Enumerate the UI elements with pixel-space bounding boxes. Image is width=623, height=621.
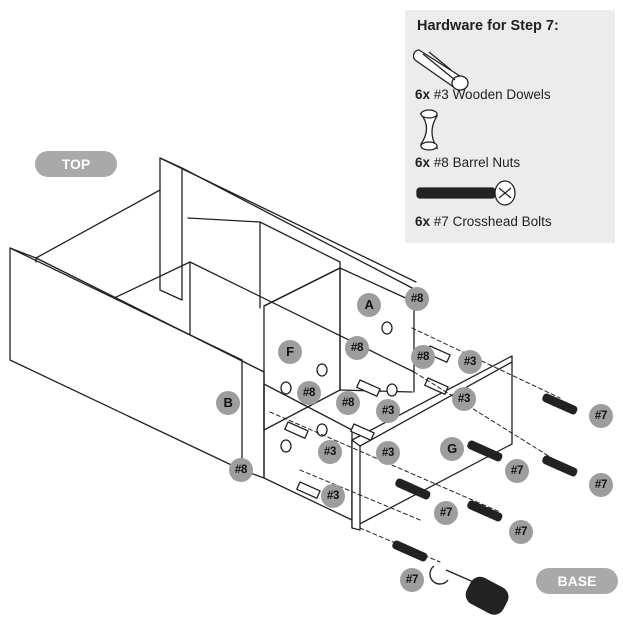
callout-barrel-nut: #8	[411, 345, 435, 369]
callout-dowel: #3	[321, 484, 345, 508]
barrel-nut-qty: 6x	[415, 155, 431, 170]
hardware-item-barrel-nuts: 6x #8 Barrel Nuts	[415, 155, 520, 170]
callout-bolt: #7	[589, 404, 613, 428]
callout-bolt: #7	[509, 520, 533, 544]
bolt-qty: 6x	[415, 214, 431, 229]
callout-bolt: #7	[589, 473, 613, 497]
base-label: BASE	[536, 568, 618, 594]
callout-bolt: #7	[505, 459, 529, 483]
panel-a-badge: A	[357, 293, 381, 317]
barrel-nut-icon	[419, 109, 439, 151]
callout-dowel: #3	[376, 399, 400, 423]
panel-b	[9, 247, 265, 479]
panel-f-badge: F	[278, 340, 302, 364]
screwdriver-icon	[429, 565, 509, 615]
barrel-nuts	[280, 321, 398, 453]
wooden-dowel-icon	[413, 49, 469, 91]
callout-barrel-nut: #8	[405, 287, 429, 311]
hardware-list: Hardware for Step 7: 6x #3 Wooden Dowels…	[405, 10, 615, 243]
callout-barrel-nut: #8	[297, 381, 321, 405]
callout-barrel-nut: #8	[336, 391, 360, 415]
crosshead-bolt-icon	[416, 180, 516, 206]
callout-bolt: #7	[434, 501, 458, 525]
callout-dowel: #3	[458, 350, 482, 374]
callout-dowel: #3	[376, 441, 400, 465]
callout-barrel-nut: #8	[229, 458, 253, 482]
panel-g-badge: G	[440, 437, 464, 461]
top-panel	[159, 157, 417, 301]
callout-dowel: #3	[318, 440, 342, 464]
callout-dowel: #3	[452, 387, 476, 411]
hardware-item-dowels: 6x #3 Wooden Dowels	[415, 87, 551, 102]
hardware-title: Hardware for Step 7:	[417, 18, 559, 34]
hardware-item-bolts: 6x #7 Crosshead Bolts	[415, 214, 552, 229]
top-label: TOP	[35, 151, 117, 177]
panel-b-badge: B	[216, 391, 240, 415]
bolts	[392, 393, 578, 562]
callout-barrel-nut: #8	[345, 336, 369, 360]
dowel-qty: 6x	[415, 87, 431, 102]
callout-bolt: #7	[400, 568, 424, 592]
barrel-nut-label: #8 Barrel Nuts	[433, 155, 521, 170]
dowel-label: #3 Wooden Dowels	[433, 87, 551, 102]
bolt-label: #7 Crosshead Bolts	[433, 214, 552, 229]
